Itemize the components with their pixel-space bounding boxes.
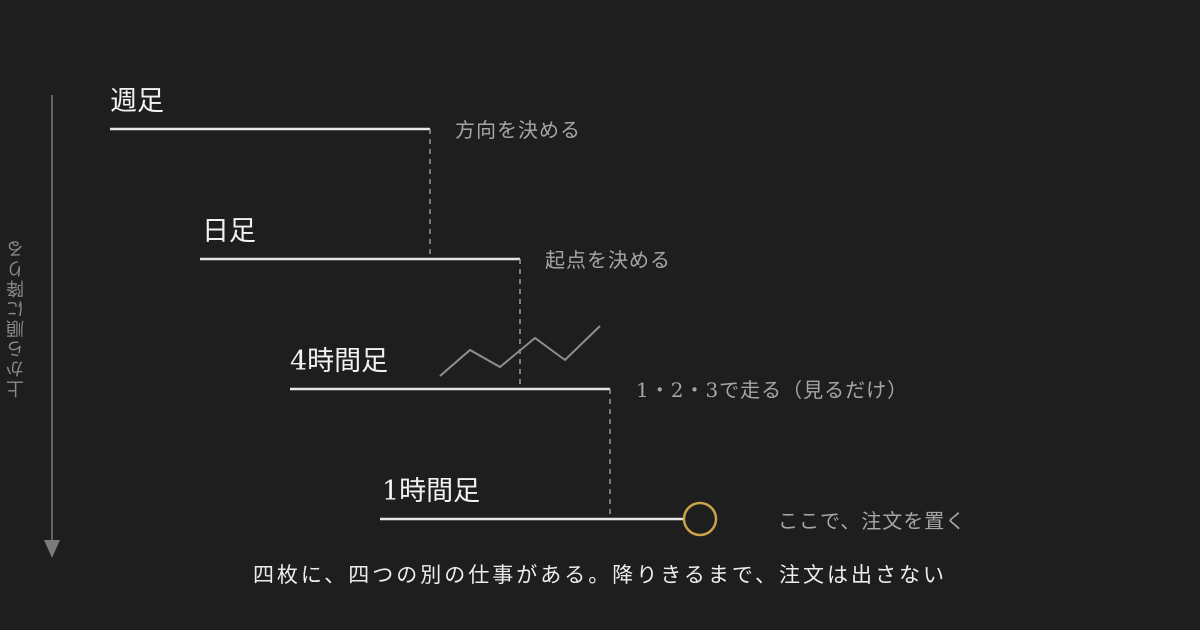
1h-note: ここで、注文を置く	[778, 509, 967, 533]
weekly-note: 方向を決める	[455, 118, 581, 142]
down-arrow-head-icon	[44, 540, 60, 558]
price-zigzag-icon	[439, 325, 601, 377]
1h-label: 1時間足	[382, 476, 481, 507]
footer-caption: 四枚に、四つの別の仕事がある。降りきるまで、注文は出さない	[252, 563, 948, 587]
4h-note: 1・2・3で走る（見るだけ）	[636, 378, 909, 402]
4h-label: 4時間足	[290, 346, 389, 377]
order-entry-circle-icon	[682, 501, 718, 537]
daily-note: 起点を決める	[545, 248, 671, 272]
weekly-label: 週足	[110, 86, 164, 117]
direction-label: 上から順に降りる	[6, 238, 27, 398]
daily-label: 日足	[202, 216, 256, 247]
